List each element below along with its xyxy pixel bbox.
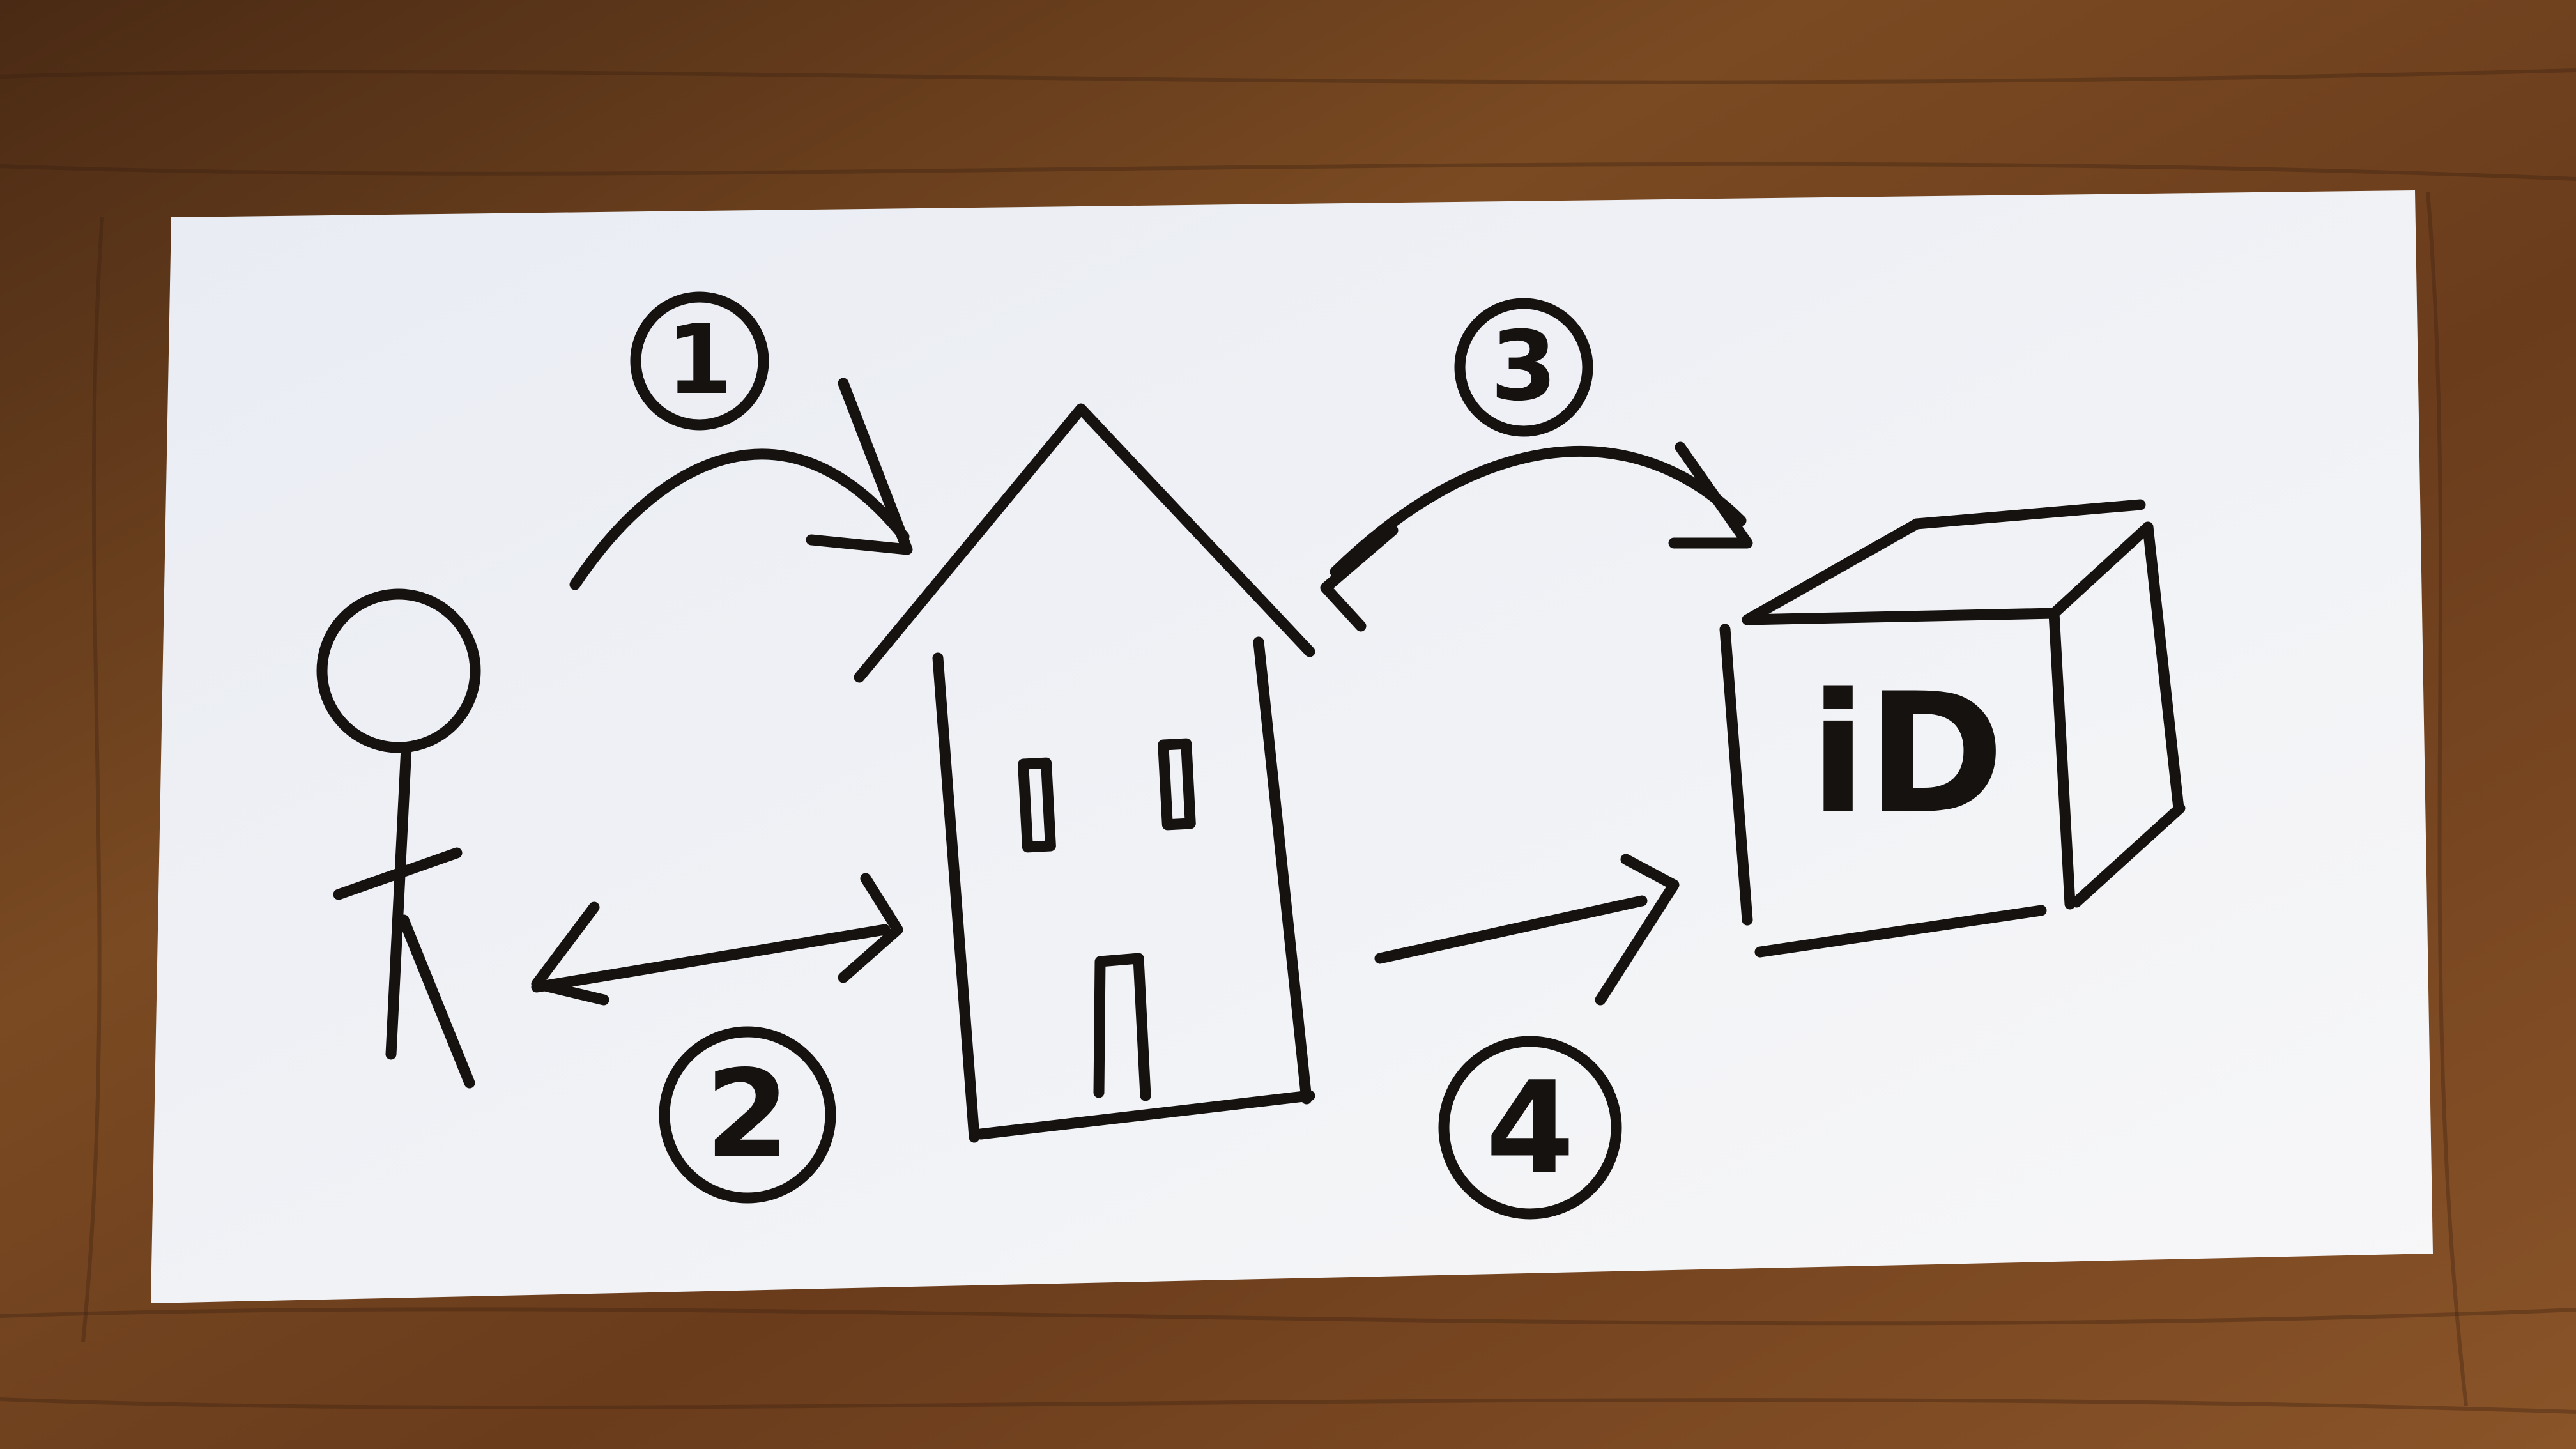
paper-sheet <box>151 190 2433 1303</box>
id-box-icon <box>1719 499 2186 958</box>
arrow-3-icon <box>1320 441 1753 632</box>
step-4-number: 4 <box>1485 1054 1574 1203</box>
wood-grain <box>0 68 2576 1414</box>
step-4-circle <box>1438 1036 1622 1220</box>
step-1-number: 1 <box>666 305 733 416</box>
step-1-circle <box>630 291 769 431</box>
drawing <box>316 291 2186 1220</box>
house-icon <box>854 403 1315 1143</box>
stick-figure-icon <box>316 588 481 1089</box>
step-3-number: 3 <box>1491 311 1557 422</box>
step-2-number: 2 <box>705 1044 790 1185</box>
arrow-1-icon <box>569 378 913 590</box>
step-2-circle <box>659 1026 836 1204</box>
id-box-label: iD <box>1810 658 2005 851</box>
step-3-circle <box>1454 298 1593 437</box>
arrow-2-icon <box>531 873 903 1006</box>
arrow-4-icon <box>1374 854 1680 1006</box>
